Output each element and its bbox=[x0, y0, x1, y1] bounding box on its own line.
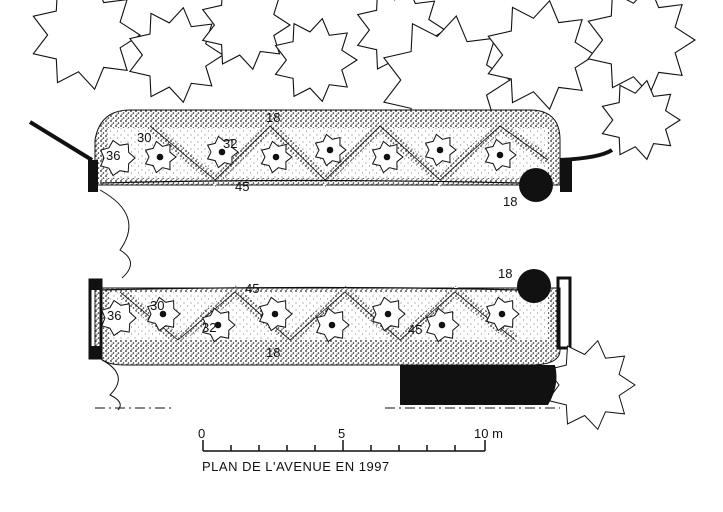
lower-edge-label: 45 bbox=[245, 281, 259, 296]
end-shrub bbox=[101, 299, 137, 337]
lower-bed bbox=[88, 189, 636, 431]
trunk-dot bbox=[383, 153, 391, 161]
post-left bbox=[88, 160, 98, 192]
plan-caption: PLAN DE L'AVENUE EN 1997 bbox=[202, 459, 390, 474]
canopy-tree bbox=[587, 0, 697, 96]
canopy-tree bbox=[128, 6, 225, 104]
upper-shrub-label-30: 30 bbox=[137, 130, 151, 145]
scale-tick-10: 10 m bbox=[474, 426, 503, 441]
lower-tree-label: 18 bbox=[498, 266, 512, 281]
trunk-dot bbox=[498, 310, 506, 318]
lower-edge-label-2: 45 bbox=[408, 322, 422, 337]
canopy-tree bbox=[487, 0, 597, 111]
end-shrub bbox=[100, 139, 136, 177]
upper-shrub-label-32: 32 bbox=[223, 136, 237, 151]
upper-border-label: 18 bbox=[266, 110, 280, 125]
canopy-tree bbox=[201, 0, 292, 71]
trunk-dot bbox=[496, 151, 504, 159]
trunk-dot bbox=[438, 321, 446, 329]
canopy-tree bbox=[546, 339, 636, 431]
post-right-lower bbox=[556, 276, 572, 350]
lower-shrub-label-30: 30 bbox=[150, 298, 164, 313]
lower-end-label: 36 bbox=[107, 308, 121, 323]
trunk-dot bbox=[328, 321, 336, 329]
scale-tick-0: 0 bbox=[198, 426, 205, 441]
trunk-dot bbox=[159, 310, 167, 318]
canopy-tree bbox=[32, 0, 142, 91]
trunk-dot bbox=[436, 146, 444, 154]
trunk-dot bbox=[218, 148, 226, 156]
canopy-tree bbox=[601, 79, 682, 161]
trunk-dot bbox=[271, 310, 279, 318]
upper-bed bbox=[28, 109, 614, 202]
lower-border-label: 18 bbox=[266, 345, 280, 360]
tree-upper bbox=[519, 168, 553, 202]
trunk-dot bbox=[326, 146, 334, 154]
tree-lower bbox=[517, 269, 551, 303]
upper-tree-label: 18 bbox=[503, 194, 517, 209]
trunk-dot bbox=[214, 321, 222, 329]
tree-canopy-group bbox=[32, 0, 697, 161]
scale-bar bbox=[202, 440, 486, 452]
upper-end-label: 36 bbox=[106, 148, 120, 163]
post-right bbox=[560, 160, 572, 192]
upper-edge-label: 45 bbox=[235, 179, 249, 194]
scale-tick-5: 5 bbox=[338, 426, 345, 441]
canopy-tree bbox=[274, 17, 359, 103]
trunk-dot bbox=[384, 310, 392, 318]
lower-shrub-label-32: 32 bbox=[202, 320, 216, 335]
trunk-dot bbox=[156, 153, 164, 161]
trunk-dot bbox=[272, 153, 280, 161]
